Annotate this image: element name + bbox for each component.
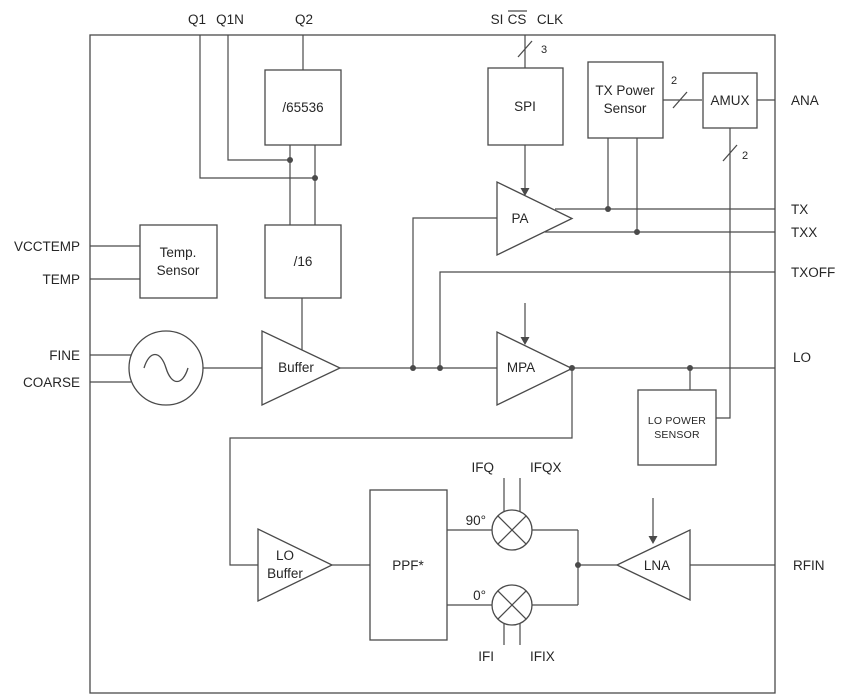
junction-dot	[569, 365, 575, 371]
block-label-div65536: /65536	[282, 100, 323, 115]
block-amux	[702, 72, 758, 129]
pin-label-ana: ANA	[791, 93, 819, 108]
pin-label-si: SI	[491, 12, 504, 27]
mixer-q-cross-icon	[497, 515, 527, 545]
lna-ctrl-arrow-icon	[648, 536, 658, 544]
chip-boundary	[89, 34, 776, 694]
spi-bus-slash-icon	[517, 40, 533, 58]
pin-label-ifix: IFIX	[530, 649, 555, 664]
pin-label-coarse: COARSE	[23, 375, 80, 390]
pin-label-ifi: IFI	[478, 649, 494, 664]
wire-q1	[199, 35, 315, 179]
block-temp-sensor	[139, 224, 218, 299]
pin-label-txoff: TXOFF	[791, 265, 835, 280]
block-div65536	[264, 69, 342, 146]
annotation-spi-bus-width: 3	[541, 44, 547, 56]
amp-lo-buffer	[257, 527, 334, 603]
block-lo-power-sensor	[637, 389, 717, 466]
annotation-lo-bus-width: 2	[742, 150, 748, 162]
block-label-tx-power-sensor-2: Sensor	[604, 101, 647, 116]
block-label-div16: /16	[294, 254, 313, 269]
pa-ctrl-arrow-icon	[520, 188, 530, 196]
amp-label-mpa: MPA	[507, 360, 535, 375]
wire-lo-rx-tap	[229, 368, 573, 566]
junction-dot	[312, 175, 318, 181]
junction-dot	[437, 365, 443, 371]
pin-label-q2: Q2	[295, 12, 313, 27]
wire-pa-input	[412, 217, 497, 368]
block-label-lo-power-sensor-2: SENSOR	[654, 429, 700, 441]
pin-label-cs: CS	[508, 12, 527, 27]
losensor-bus-slash-icon	[722, 144, 738, 162]
labels: Q1 Q1N Q2 SI CS CLK VCCTEMP TEMP FINE CO…	[14, 12, 835, 664]
junction-dot	[287, 157, 293, 163]
pin-label-q1n: Q1N	[216, 12, 244, 27]
block-label-temp-sensor-1: Temp.	[160, 245, 197, 260]
junction-dot	[410, 365, 416, 371]
junction-dot	[634, 229, 640, 235]
control-arrows	[520, 188, 658, 544]
block-spi	[487, 67, 564, 146]
amp-lna	[615, 528, 691, 602]
wire-amux-losensor	[716, 128, 731, 419]
annotation-mixer-q-phase: 90°	[466, 513, 486, 528]
block-label-lo-power-sensor-1: LO POWER	[648, 415, 706, 427]
mixer-i-cross-icon	[497, 590, 527, 620]
wire-txoff	[439, 271, 775, 368]
amp-label-lo-buffer-2: Buffer	[267, 566, 303, 581]
pin-label-tx: TX	[791, 202, 808, 217]
pin-label-ifqx: IFQX	[530, 460, 562, 475]
wire-q1n	[227, 35, 290, 161]
pin-label-temp: TEMP	[42, 272, 80, 287]
pin-label-ifq: IFQ	[472, 460, 495, 475]
pin-label-fine: FINE	[49, 348, 80, 363]
pin-label-lo: LO	[793, 350, 811, 365]
amp-label-pa: PA	[511, 211, 528, 226]
junction-dots	[287, 157, 693, 568]
amp-label-lna: LNA	[644, 558, 670, 573]
block-label-tx-power-sensor-1: TX Power	[595, 83, 655, 98]
annotation-tx-bus-width: 2	[671, 75, 677, 87]
pin-label-vcctemp: VCCTEMP	[14, 239, 80, 254]
mpa-ctrl-arrow-icon	[520, 337, 530, 345]
amp-buffer	[261, 329, 342, 407]
bus-marks	[508, 10, 738, 162]
amp-label-buffer: Buffer	[278, 360, 314, 375]
block-label-amux: AMUX	[710, 93, 749, 108]
txsensor-bus-slash-icon	[672, 91, 688, 109]
junction-dot	[605, 206, 611, 212]
symbols	[128, 61, 758, 641]
block-div16	[264, 224, 342, 299]
amp-pa	[496, 180, 574, 257]
block-tx-power-sensor	[587, 61, 664, 139]
sine-wave-icon	[143, 353, 189, 383]
pin-label-clk: CLK	[537, 12, 563, 27]
block-label-temp-sensor-2: Sensor	[157, 263, 200, 278]
block-label-ppf: PPF*	[392, 558, 424, 573]
block-ppf	[369, 489, 448, 641]
pin-label-q1: Q1	[188, 12, 206, 27]
amp-mpa	[496, 330, 574, 407]
annotation-mixer-i-phase: 0°	[473, 588, 486, 603]
block-label-spi: SPI	[514, 99, 536, 114]
pin-label-txx: TXX	[791, 225, 817, 240]
junction-dot	[575, 562, 581, 568]
junction-dot	[687, 365, 693, 371]
amp-label-lo-buffer-1: LO	[276, 548, 294, 563]
pin-label-rfin: RFIN	[793, 558, 825, 573]
